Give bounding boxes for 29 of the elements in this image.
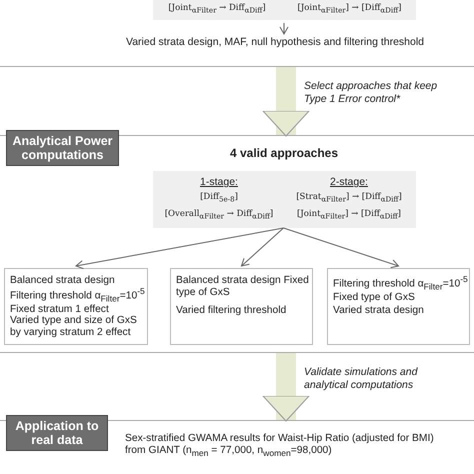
heading: 4 valid approaches xyxy=(228,147,340,161)
formula: [Overall$_{αFilter}$ → Diff$_{αDiff}$] xyxy=(164,210,274,221)
text: Varied type and size of GxS by varying stratum 2 effect xyxy=(10,315,138,339)
text: Balanced strata design Fixed type of GxS xyxy=(176,275,310,299)
section-panel xyxy=(0,0,474,67)
arrow xyxy=(280,22,288,34)
section-title: Application to real data xyxy=(6,415,108,451)
block-arrow xyxy=(262,67,310,136)
process-box xyxy=(327,268,470,345)
process-box xyxy=(170,268,313,345)
arrow xyxy=(283,228,399,268)
text: Varied strata design xyxy=(333,305,425,317)
column-heading: 2-stage: xyxy=(329,176,369,188)
text: Filtering threshold α$_{Filter}$=10$^{-5}$ Fixed type of GxS xyxy=(333,275,469,304)
process-box xyxy=(4,268,148,345)
formula: [Joint$_{αFilter}$] → [Diff$_{αDiff}$] xyxy=(296,210,402,221)
formula: [Joint$_{αFilter}$ → Diff$_{αDiff}$] xyxy=(167,4,267,15)
formula: [Joint$_{αFilter}$] → [Diff$_{αDiff}$] xyxy=(296,4,402,15)
arrow xyxy=(76,228,284,270)
formula: [Strat$_{αFilter}$] → [Diff$_{αDiff}$] xyxy=(295,193,403,204)
text: Varied filtering threshold xyxy=(176,305,288,317)
block-arrow xyxy=(262,353,310,422)
column-heading: 1-stage: xyxy=(199,176,239,188)
formula-box xyxy=(153,171,416,228)
text: Varied strata design, MAF, null hypothesis and filtering threshold xyxy=(124,36,426,48)
text: Sex-stratified GWAMA results for Waist-Hip Ratio (adjusted for BMI) from GIANT (n$_{men}$ = 77,000, n$_{women}$=98,000) xyxy=(125,433,435,459)
arrow xyxy=(241,228,284,266)
formula: [Diff$_{5e-8}$] xyxy=(199,193,239,204)
section-title: Analytical Power computations xyxy=(6,130,119,166)
